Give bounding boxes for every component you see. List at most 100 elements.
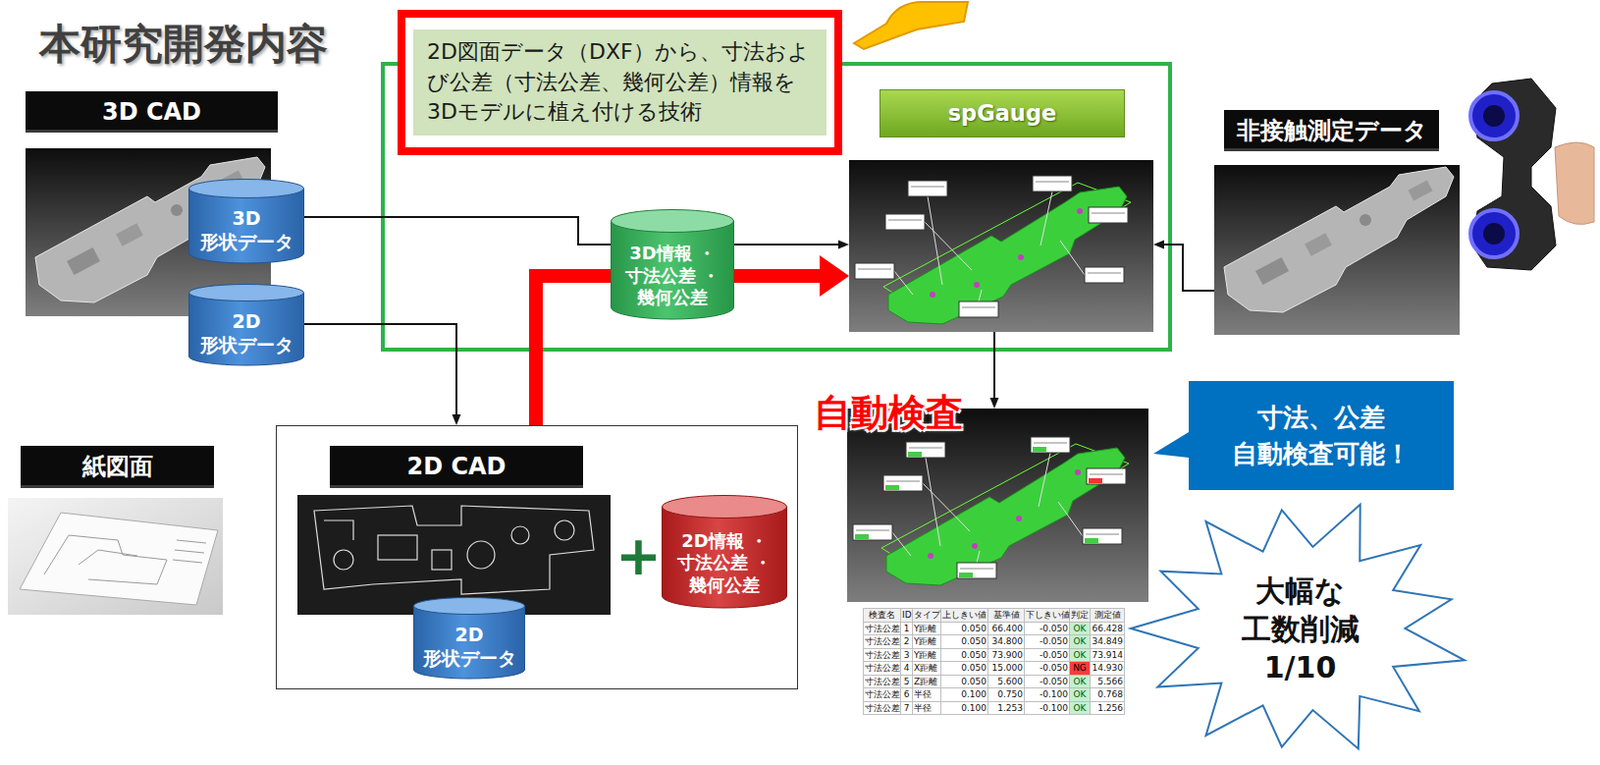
table-cell: 0.768 [1090,688,1125,702]
table-cell: 寸法公差 [863,701,902,716]
heading-label: 非接触測定データ [1224,109,1440,152]
table-cell: 寸法公差 [863,635,902,649]
database-cylinder: 3D 形状データ [188,178,305,264]
starburst: 大幅な 工数削減 1/10 [1130,495,1470,761]
3d-scanner [1470,78,1595,270]
feature-dot [1076,208,1083,214]
table-cell: -0.100 [1024,701,1070,716]
annotation-boxes [854,175,1128,318]
technology-box: 2D図面データ（DXF）から、寸法および公差（寸法公差、幾何公差）情報を3Dモデ… [397,9,843,156]
table-cell: -0.050 [1024,648,1070,663]
table-cell: ID [901,608,913,623]
table-cell: OK [1069,701,1091,716]
table-cell: Y距離 [912,622,942,637]
table-cell: 34.800 [988,635,1025,649]
scanner-lens [1470,92,1518,140]
node-label: 2D図面データ（DXF）から、寸法および公差（寸法公差、幾何公差）情報を3Dモデ… [413,29,827,136]
table-cell: Y距離 [912,648,942,663]
table-cell: 下しきい値 [1024,608,1070,623]
table-cell: 半径 [912,701,942,716]
table-cell: 3 [901,648,913,663]
connector-arrow [304,323,462,426]
scanner-lens [1470,210,1518,258]
heading-label: 紙図面 [20,445,214,488]
table-cell: -0.050 [1024,661,1070,676]
table-cell: 基準値 [988,608,1025,623]
heading-label: 3D CAD [25,91,278,133]
part-detail [66,247,101,275]
node-shape [1188,380,1454,490]
table-cell: 5.566 [1090,675,1125,690]
screen-panel [847,408,1149,602]
table-cell: 検査名 [863,608,902,623]
table-cell: 寸法公差 [863,648,902,663]
image-panel: 自動検査 [847,408,1149,602]
result-cells [854,446,1103,578]
table-cell: 0.100 [941,688,989,702]
table-cell: 判定 [1069,608,1091,623]
database-cylinder: 2D 形状データ [413,596,526,679]
connector-arrow [990,331,1000,409]
table-cell: 15.000 [988,661,1025,676]
table-cell: 5.600 [988,675,1025,690]
table-cell: -0.100 [1024,688,1070,702]
node-label: 3D情報 ・寸法公差 ・幾何公差 [615,242,730,310]
table-cell: NG [1069,661,1091,676]
pointer-hand [853,1,968,50]
scanner-lens [1483,105,1505,127]
table-cell: 0.050 [941,622,989,637]
table-cell: 34.849 [1090,635,1125,649]
table-cell: OK [1069,635,1091,649]
table-cell: 半径 [912,688,942,702]
connector-arrow [734,240,850,250]
table-cell: 測定値 [1090,608,1125,623]
table-cell: 1 [901,622,913,637]
table-cell: 0.750 [988,688,1025,702]
table-cell: 1.256 [1090,701,1125,716]
database-cylinder: 3D情報 ・寸法公差 ・幾何公差 [610,209,735,320]
node-label: 2D 形状データ [193,310,300,358]
image-panel: spGauge [849,160,1154,332]
database-cylinder: 2D 形状データ [188,283,305,366]
screen-panel [849,160,1154,332]
auto-inspection-screenshot [847,408,1149,602]
table-cell: 0.100 [941,701,989,716]
connector-arrow [734,255,850,297]
spgauge-screenshot [849,160,1154,332]
table-cell: タイプ [912,608,942,623]
feature-dot [1017,254,1024,261]
table-cell: OK [1069,688,1091,702]
feature-dot [973,281,980,288]
heading-label: 2D CAD [329,445,584,488]
table-cell: 66.428 [1090,622,1125,637]
leader-lines [894,191,1109,302]
hand [1554,142,1595,224]
table-cell: 寸法公差 [863,688,902,702]
image-panel [7,497,223,615]
drawing-lines [314,505,594,594]
table-cell: 0.050 [941,661,989,676]
database-cylinder: 2D情報 ・寸法公差 ・幾何公差 [661,494,788,608]
slide-title: 本研究開発内容 [39,19,328,69]
paper-drawing-image [7,497,223,615]
heading-label: 自動検査 [813,388,981,436]
table-cell: OK [1069,648,1091,663]
image-panel [297,494,611,615]
table-cell: 73.914 [1090,648,1125,663]
inspection-view [854,175,1131,324]
table-cell: 寸法公差 [863,661,902,676]
table-cell: 上しきい値 [941,608,989,623]
group-box: 2D CAD 2D 形状データ 2D情報 ・寸法公差 ・幾何公差 [275,425,799,690]
table-cell: 73.900 [988,648,1025,663]
connector-arrow [535,275,611,426]
table-cell: 4 [901,661,913,676]
callout-box: 寸法、公差 自動検査可能！ [1188,380,1454,490]
table-cell: 寸法公差 [863,622,902,637]
node-label: 大幅な 工数削減 1/10 [1226,571,1375,687]
annotation-lines [857,181,1125,308]
plus-sign: + [615,528,662,584]
heading-label: spGauge [879,89,1125,138]
table-cell: 0.050 [941,635,989,649]
cad-2d-image [297,494,611,615]
